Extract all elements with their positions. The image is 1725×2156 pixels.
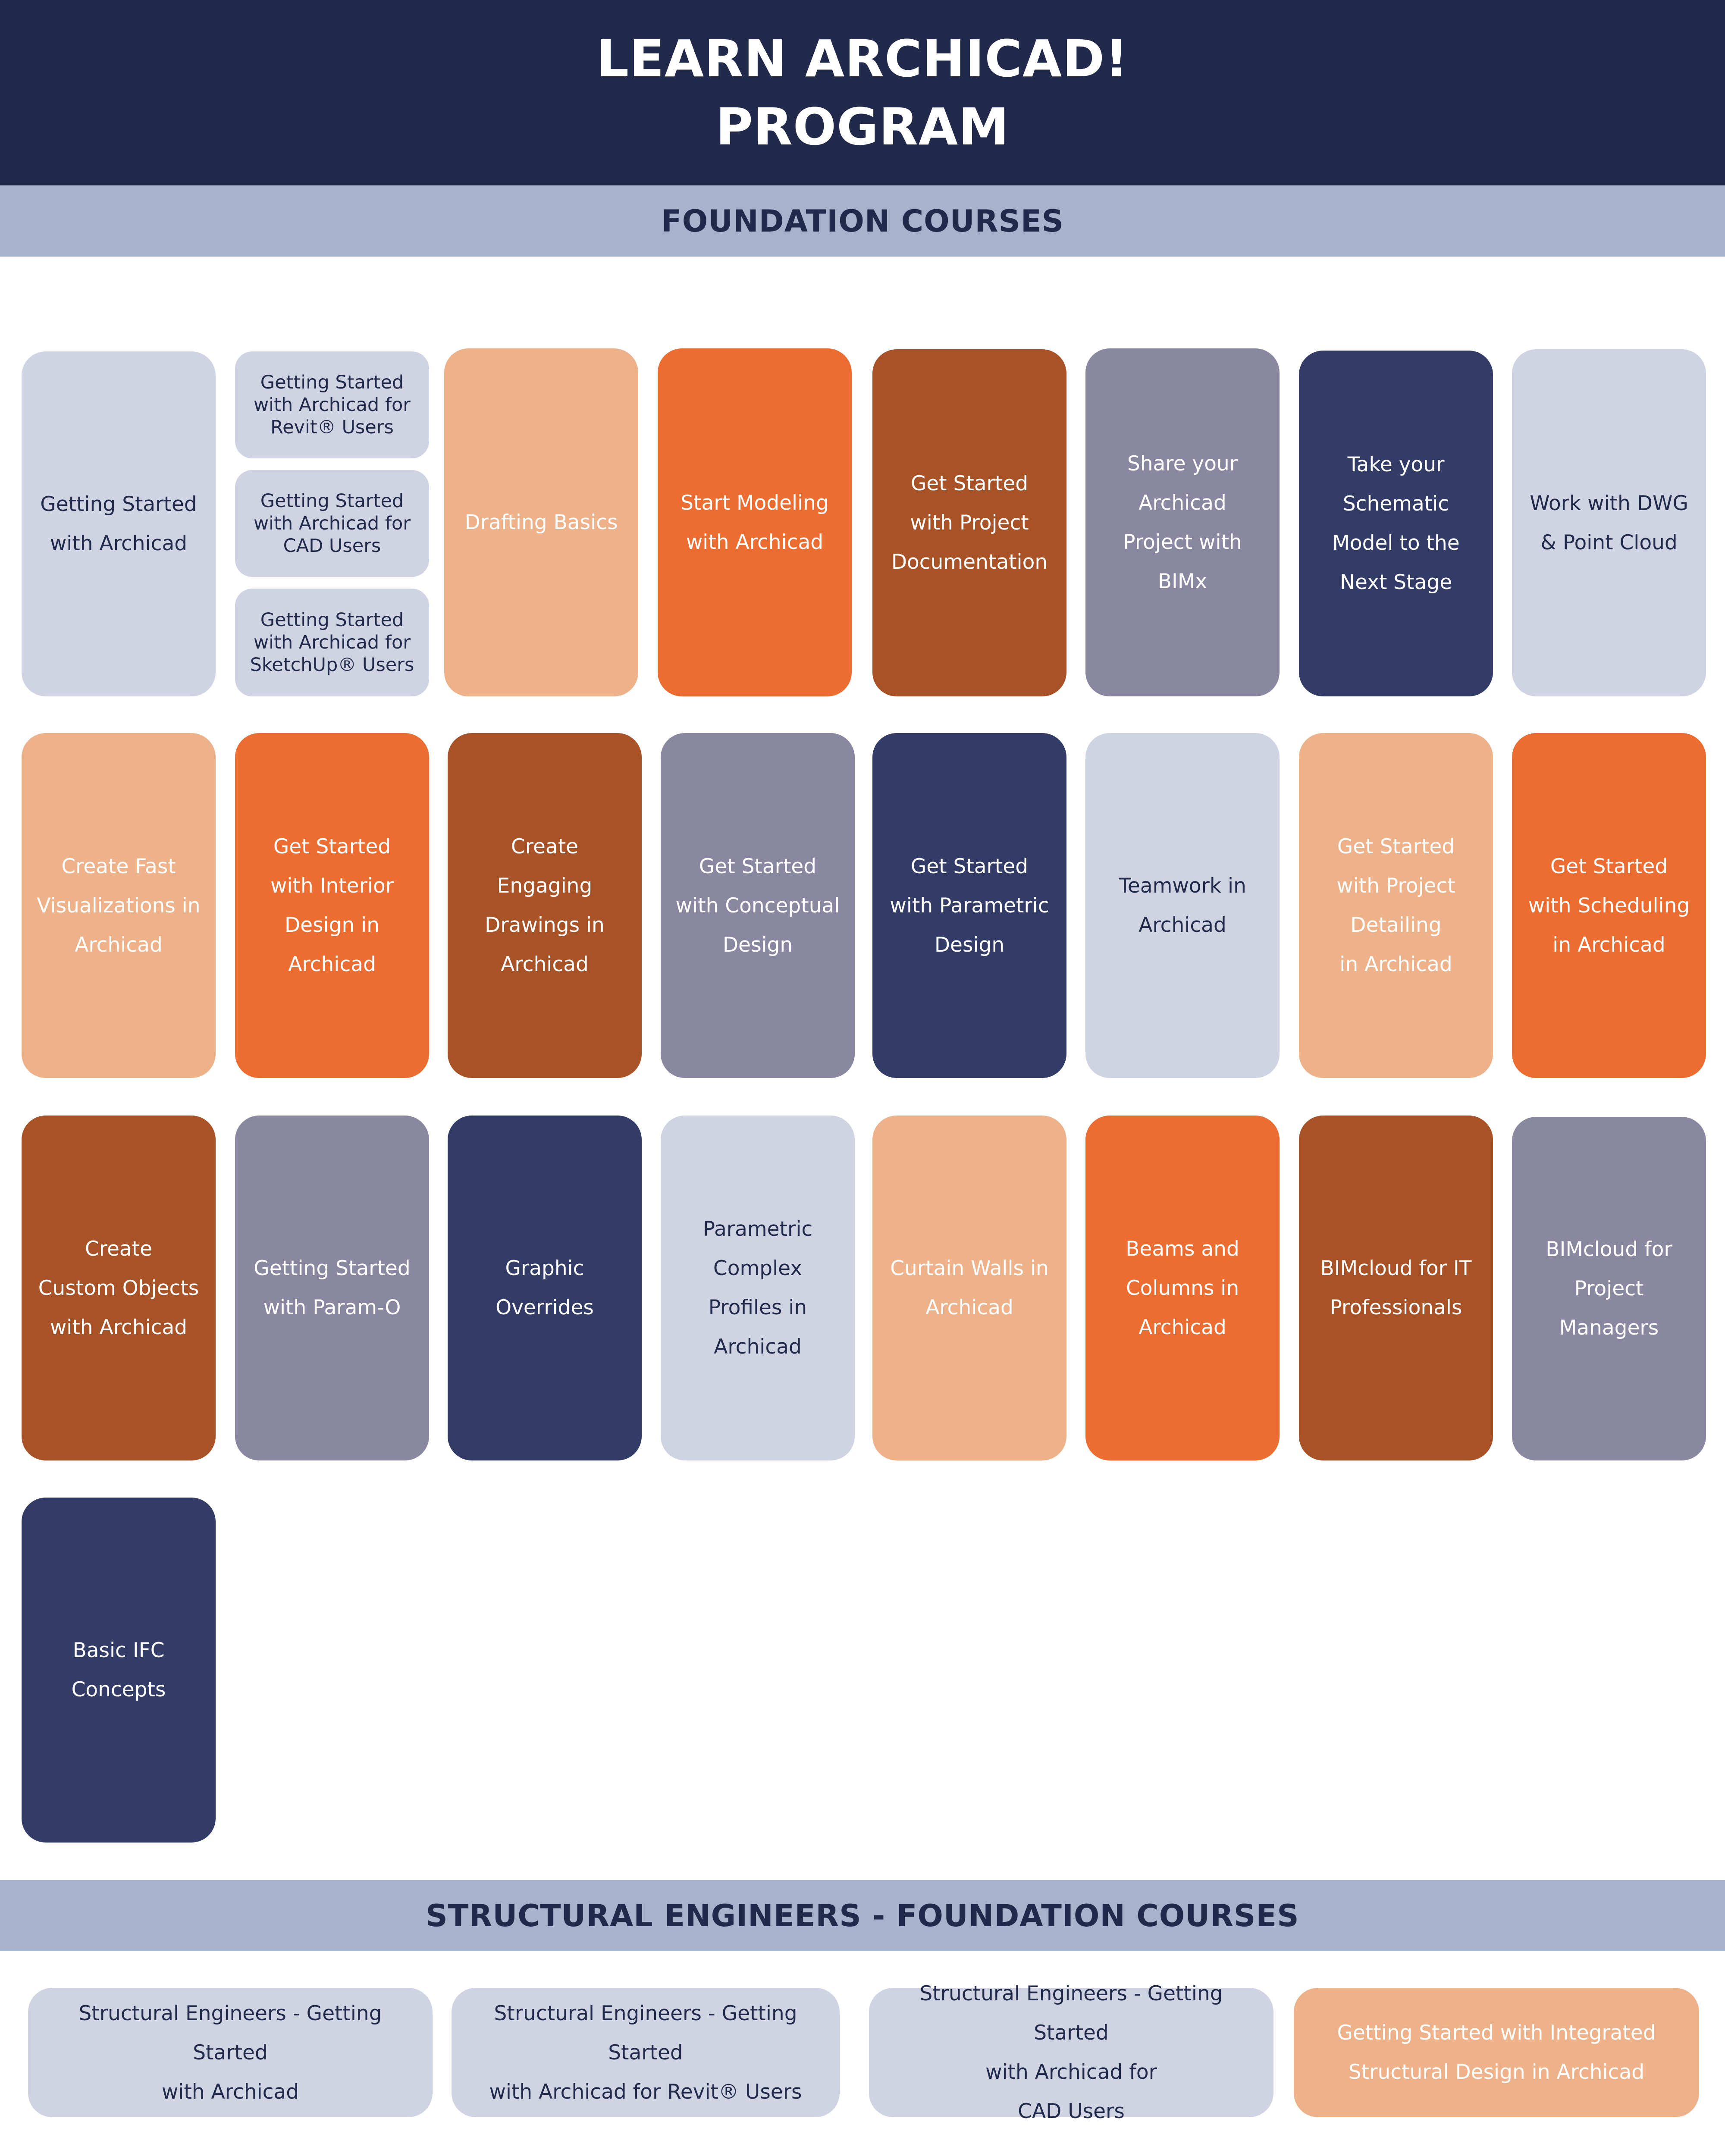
program-title-line1: LEARN ARCHICAD! — [596, 29, 1129, 88]
course-card-teamwork[interactable]: Teamwork in Archicad — [1085, 733, 1280, 1078]
course-title: BIMcloud for IT Professionals — [1320, 1257, 1472, 1319]
course-card-custom-objects[interactable]: Create Custom Objects with Archicad — [22, 1116, 216, 1460]
course-card-dwg-point-cloud[interactable]: Work with DWG & Point Cloud — [1512, 349, 1706, 696]
program-title-line2: PROGRAM — [715, 97, 1010, 157]
course-card-parametric-design[interactable]: Get Started with Parametric Design — [872, 733, 1066, 1078]
course-title: Parametric Complex Profiles in Archicad — [703, 1217, 813, 1359]
course-card-curtain-walls[interactable]: Curtain Walls in Archicad — [872, 1116, 1066, 1460]
course-title: Get Started with Parametric Design — [890, 854, 1049, 957]
course-card-bimcloud-pm[interactable]: BIMcloud for Project Managers — [1512, 1117, 1706, 1460]
course-title: Get Started with Conceptual Design — [675, 854, 840, 957]
foundation-courses-heading: FOUNDATION COURSES — [661, 203, 1064, 239]
course-title: Curtain Walls in Archicad — [890, 1257, 1049, 1319]
course-title: Getting Started with Archicad — [40, 492, 197, 555]
course-title: Start Modeling with Archicad — [681, 491, 829, 554]
course-card-se-getting-started[interactable]: Structural Engineers - Getting Started w… — [28, 1988, 433, 2117]
course-card-bimcloud-it[interactable]: BIMcloud for IT Professionals — [1299, 1116, 1493, 1460]
course-card-engaging-drawings[interactable]: Create Engaging Drawings in Archicad — [448, 733, 642, 1078]
course-title: Structural Engineers - Getting Started w… — [919, 1982, 1223, 2123]
course-card-beams-columns[interactable]: Beams and Columns in Archicad — [1085, 1116, 1280, 1460]
course-title: Structural Engineers - Getting Started w… — [489, 2001, 802, 2104]
course-title: Structural Engineers - Getting Started w… — [78, 2001, 382, 2104]
course-title: Getting Started with Archicad for Sketch… — [250, 609, 414, 676]
course-card-project-documentation[interactable]: Get Started with Project Documentation — [872, 349, 1066, 696]
course-title: Get Started with Project Detailing in Ar… — [1336, 835, 1455, 976]
course-title: Getting Started with Param-O — [254, 1257, 411, 1319]
course-card-scheduling[interactable]: Get Started with Scheduling in Archicad — [1512, 733, 1706, 1078]
structural-courses-heading: STRUCTURAL ENGINEERS - FOUNDATION COURSE… — [426, 1898, 1299, 1934]
course-card-se-integrated-design[interactable]: Getting Started with Integrated Structur… — [1294, 1988, 1699, 2117]
course-card-fast-visualizations[interactable]: Create Fast Visualizations in Archicad — [22, 733, 216, 1078]
course-title: Get Started with Project Documentation — [891, 472, 1048, 574]
course-title: Graphic Overrides — [496, 1257, 594, 1319]
foundation-courses-heading-band: FOUNDATION COURSES — [0, 185, 1725, 257]
course-title: Create Engaging Drawings in Archicad — [485, 835, 605, 976]
course-title: Get Started with Scheduling in Archicad — [1528, 854, 1690, 957]
course-title: Getting Started with Integrated Structur… — [1337, 2021, 1656, 2084]
course-title: Getting Started with Archicad for Revit®… — [254, 372, 411, 438]
course-title: Work with DWG & Point Cloud — [1530, 491, 1688, 555]
course-card-share-bimx[interactable]: Share your Archicad Project with BIMx — [1085, 348, 1280, 696]
course-title: Basic IFC Concepts — [71, 1639, 166, 1702]
course-title: Beams and Columns in Archicad — [1126, 1237, 1239, 1339]
course-card-project-detailing[interactable]: Get Started with Project Detailing in Ar… — [1299, 733, 1493, 1078]
course-card-graphic-overrides[interactable]: Graphic Overrides — [448, 1116, 642, 1460]
program-header: LEARN ARCHICAD! PROGRAM — [0, 0, 1725, 185]
structural-courses-heading-band: STRUCTURAL ENGINEERS - FOUNDATION COURSE… — [0, 1880, 1725, 1951]
course-title: Teamwork in Archicad — [1119, 874, 1246, 937]
course-title: Getting Started with Archicad for CAD Us… — [254, 490, 411, 557]
course-title: Create Custom Objects with Archicad — [38, 1237, 199, 1339]
course-card-getting-started[interactable]: Getting Started with Archicad — [22, 351, 216, 696]
course-card-sketchup-users[interactable]: Getting Started with Archicad for Sketch… — [235, 589, 429, 696]
course-title: Share your Archicad Project with BIMx — [1123, 451, 1242, 593]
course-card-basic-ifc[interactable]: Basic IFC Concepts — [22, 1498, 216, 1843]
course-card-drafting-basics[interactable]: Drafting Basics — [444, 348, 638, 696]
course-card-start-modeling[interactable]: Start Modeling with Archicad — [658, 348, 852, 696]
course-title: Drafting Basics — [464, 511, 618, 534]
course-title: Get Started with Interior Design in Arch… — [270, 835, 394, 976]
course-title: BIMcloud for Project Managers — [1546, 1238, 1672, 1340]
course-card-revit-users[interactable]: Getting Started with Archicad for Revit®… — [235, 351, 429, 458]
course-title: Take your Schematic Model to the Next St… — [1332, 453, 1460, 594]
course-card-cad-users[interactable]: Getting Started with Archicad for CAD Us… — [235, 470, 429, 577]
course-card-schematic-model[interactable]: Take your Schematic Model to the Next St… — [1299, 351, 1493, 696]
course-card-se-cad-users[interactable]: Structural Engineers - Getting Started w… — [869, 1982, 1273, 2123]
course-card-se-revit-users[interactable]: Structural Engineers - Getting Started w… — [452, 1988, 840, 2117]
course-title: Create Fast Visualizations in Archicad — [37, 854, 201, 957]
course-card-conceptual-design[interactable]: Get Started with Conceptual Design — [661, 733, 855, 1078]
course-card-interior-design[interactable]: Get Started with Interior Design in Arch… — [235, 733, 429, 1078]
course-card-param-o[interactable]: Getting Started with Param-O — [235, 1116, 429, 1460]
course-card-complex-profiles[interactable]: Parametric Complex Profiles in Archicad — [661, 1116, 855, 1460]
